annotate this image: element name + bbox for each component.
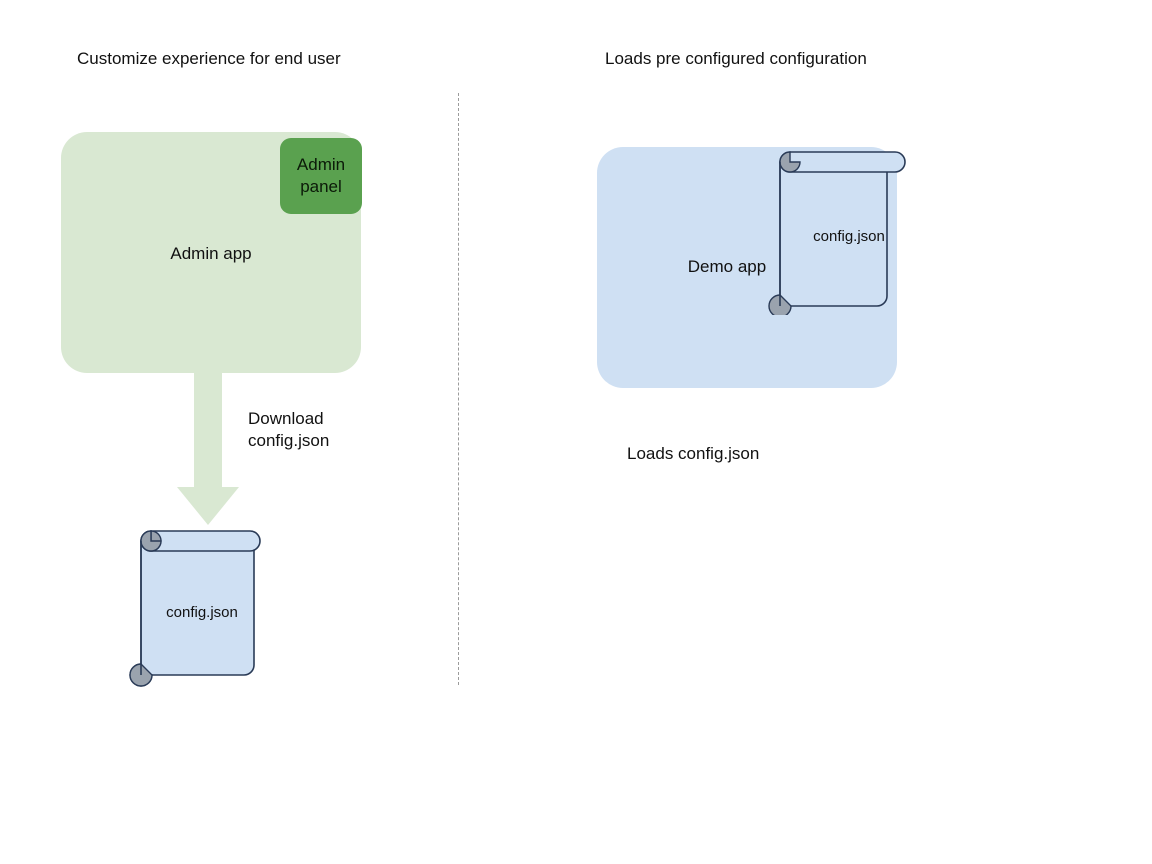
admin-panel-label: Admin panel xyxy=(296,155,346,196)
vertical-dashed-divider xyxy=(458,93,459,685)
demo-app-label: Demo app xyxy=(687,257,767,276)
download-arrow-label: Download config.json xyxy=(248,409,330,450)
config-json-label-right: config.json xyxy=(813,228,885,245)
admin-app-label: Admin app xyxy=(170,244,252,263)
config-json-label-left: config.json xyxy=(166,604,238,621)
loads-config-caption: Loads config.json xyxy=(627,444,760,463)
download-arrow-icon xyxy=(177,373,239,525)
admin-panel-badge[interactable]: Admin panel xyxy=(280,138,362,214)
admin-app-box: Admin app Admin panel xyxy=(61,132,362,373)
scroll-document-icon xyxy=(768,151,906,318)
config-json-document-left: config.json xyxy=(119,528,264,688)
config-json-document-right: config.json xyxy=(765,150,910,318)
scroll-document-icon xyxy=(129,530,261,687)
right-column-title: Loads pre configured configuration xyxy=(605,49,867,68)
left-column-title: Customize experience for end user xyxy=(77,49,341,68)
